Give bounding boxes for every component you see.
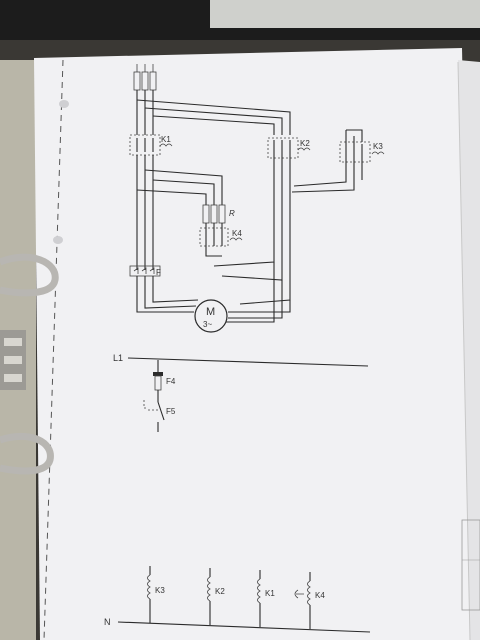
k4-label: K4 (232, 229, 242, 238)
paper-sheet (34, 48, 474, 640)
margin-line (43, 59, 64, 640)
coil-k2 (207, 568, 211, 625)
coil-k4-label: K4 (315, 591, 325, 600)
n-label: N (104, 617, 111, 627)
line-n (117, 621, 371, 633)
coil-k4 (294, 572, 311, 629)
fuse-f4-label: F4 (166, 377, 176, 386)
switch-f5-label: F5 (166, 407, 176, 416)
overload-label: F (156, 268, 161, 277)
motor-symbol: M (206, 306, 215, 318)
punch-hole-mid (53, 236, 63, 244)
title-block (461, 519, 480, 611)
motor-icon (194, 299, 228, 333)
next-page-edge (458, 60, 480, 640)
coil-k3 (147, 566, 151, 623)
contactor-k3-contacts (339, 129, 385, 163)
contactor-k2-contacts (267, 137, 311, 159)
k3-label: K3 (373, 142, 383, 151)
l1-label: L1 (113, 353, 123, 363)
monitor-stand (210, 0, 480, 28)
coil-k3-label: K3 (155, 586, 165, 595)
contactor-k4-contacts (199, 223, 243, 257)
coil-k1 (257, 570, 261, 627)
k1-label: K1 (161, 135, 171, 144)
resistor-label: R (229, 209, 235, 218)
page-edge-line (457, 61, 471, 640)
switch-icon (143, 400, 165, 432)
binder-ring-icon (0, 253, 59, 475)
k2-label: K2 (300, 139, 310, 148)
coil-k2-label: K2 (215, 587, 225, 596)
coil-k1-label: K1 (265, 589, 275, 598)
power-circuit: K1 K2 K3 (129, 64, 385, 333)
control-circuit: L1 F4 F5 N K3 K2 (104, 353, 371, 633)
punch-hole-top (59, 100, 69, 108)
motor-phases: 3~ (203, 320, 212, 329)
line-l1 (127, 357, 369, 367)
